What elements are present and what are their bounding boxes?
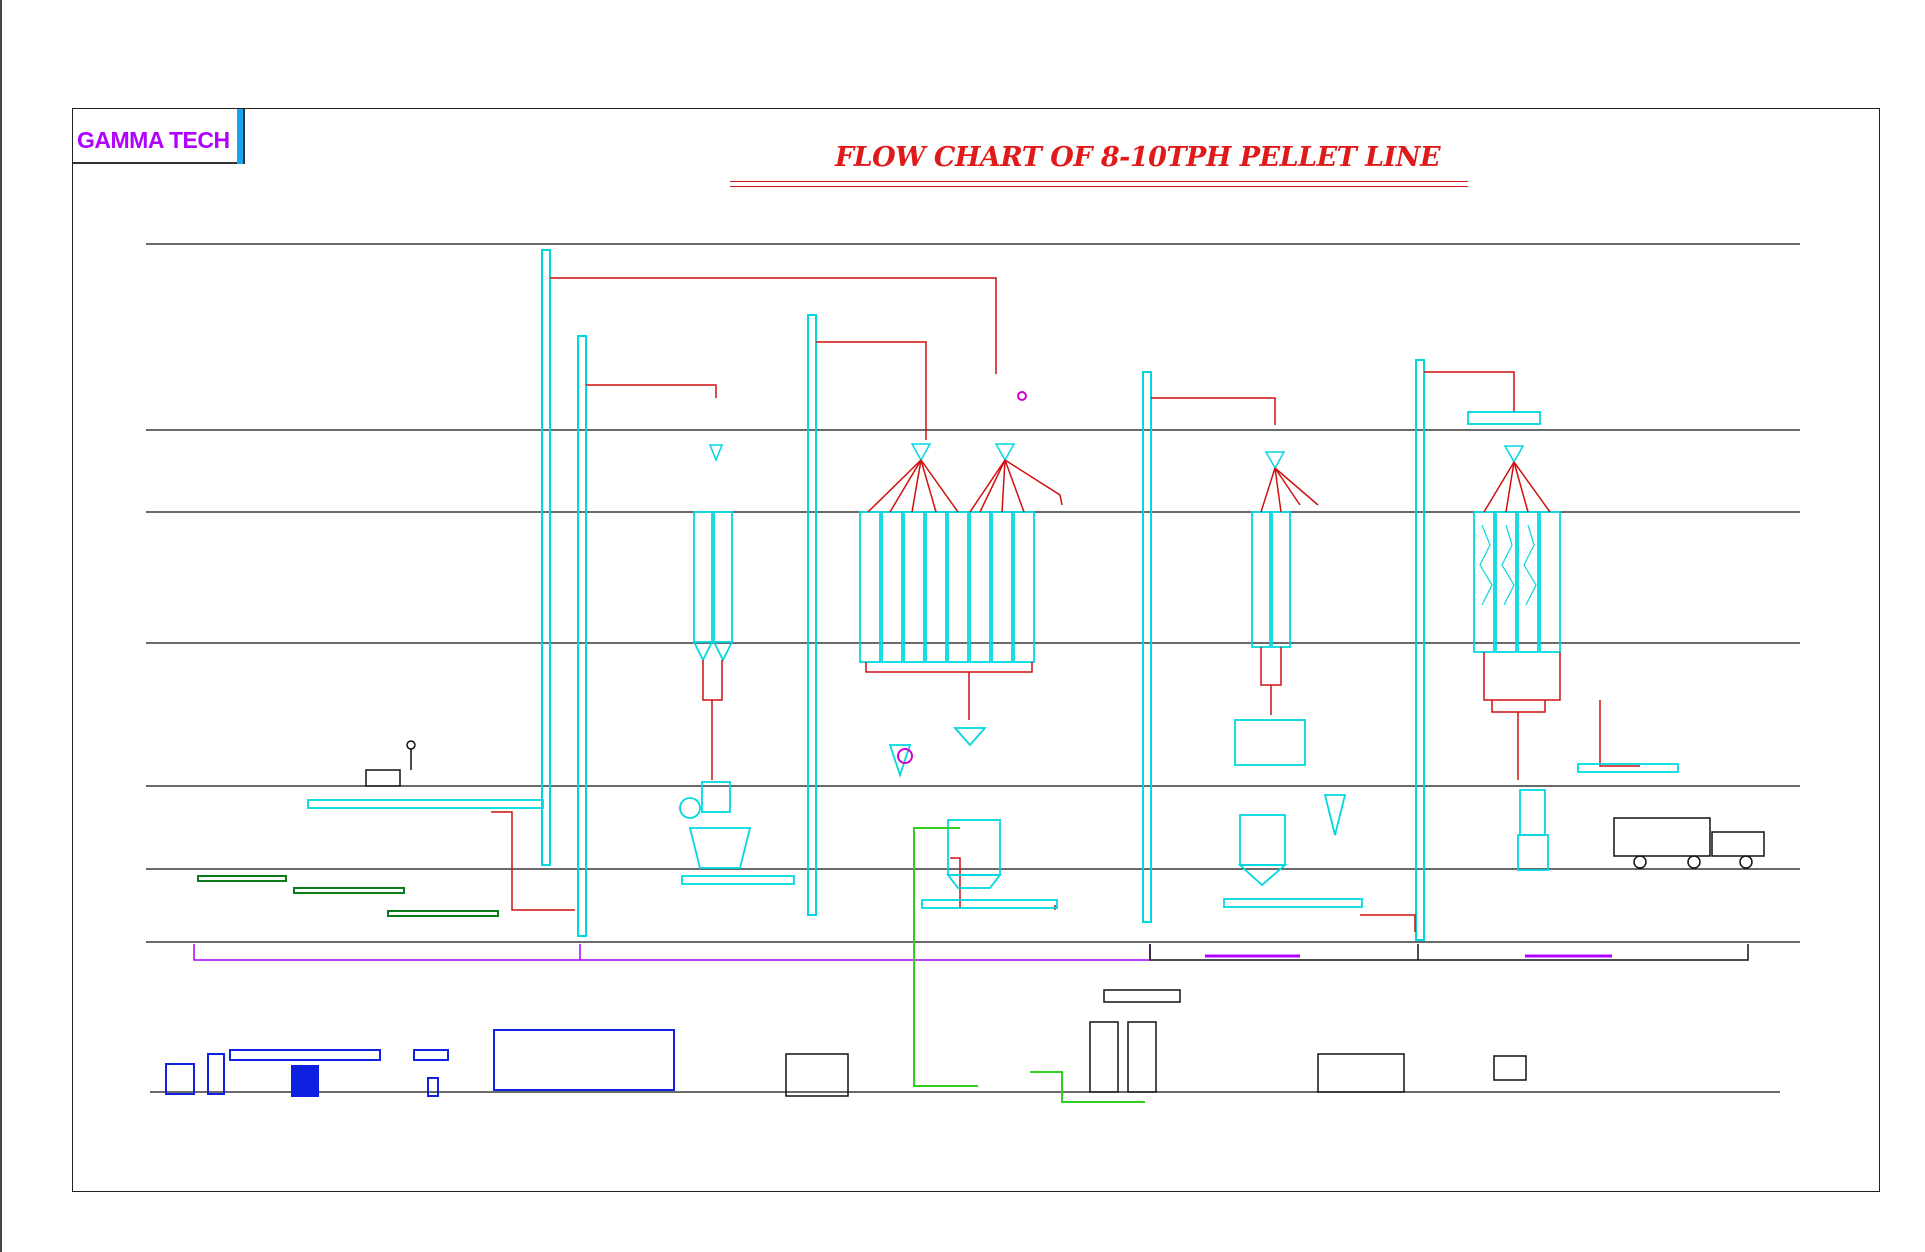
- red-piping: [491, 277, 1640, 932]
- silo-group-3: [1251, 511, 1291, 648]
- conveyor-icon: [1223, 898, 1363, 908]
- control-systems: [785, 989, 1527, 1097]
- silo-icon: [925, 511, 947, 663]
- computer-icon: [1493, 1055, 1527, 1081]
- silo-icon: [1251, 511, 1271, 648]
- section-brackets: [193, 944, 1749, 961]
- distributor-icon: [1503, 445, 1525, 464]
- control-cabinet-icon: [1317, 1053, 1405, 1093]
- bucket-elevators: [541, 249, 1425, 941]
- conveyor-icon: [1467, 411, 1541, 425]
- silo-icon: [1271, 511, 1291, 648]
- logo-box: GAMMA TECH: [73, 109, 245, 164]
- bucket-elevator-icon: [807, 314, 817, 916]
- hammer-mill: [888, 744, 912, 778]
- distributor-icon: [910, 443, 932, 462]
- silo-icon: [947, 511, 969, 663]
- cooler: [1239, 814, 1286, 866]
- silo-icon: [859, 511, 881, 663]
- liquid-lines: [913, 827, 1145, 1103]
- company-logo-text: GAMMA TECH: [77, 127, 230, 153]
- title-underline: [730, 181, 1468, 187]
- silo-icon: [881, 511, 903, 663]
- drawing-frame: [72, 108, 1880, 1192]
- silo-icon: [1495, 511, 1517, 653]
- silo-group-1: [693, 511, 733, 663]
- control-cabinet-icon: [785, 1053, 849, 1097]
- pellet-mill: [1234, 719, 1306, 766]
- silo-icon: [1539, 511, 1561, 653]
- silo-icon: [969, 511, 991, 663]
- silo-icon: [1517, 511, 1539, 653]
- fan-icon: [897, 391, 1027, 764]
- silo-icon: [991, 511, 1013, 663]
- silo-icon: [713, 511, 733, 643]
- distributor-icon: [1264, 451, 1286, 470]
- conveyors: [307, 411, 1679, 909]
- silo-group-2: [859, 511, 1035, 663]
- silo-group-4: [1473, 511, 1561, 653]
- distributor-icon: [994, 443, 1016, 462]
- logo-accent-bar: [237, 109, 243, 164]
- operator-icon: [365, 740, 416, 787]
- tank-icon: [1089, 1021, 1119, 1093]
- floor-lines: [146, 243, 1800, 1093]
- drawing-title: FLOW CHART OF 8-10TPH PELLET LINE: [835, 142, 1441, 173]
- bucket-elevator-icon: [1415, 359, 1425, 941]
- bucket-elevator-icon: [1142, 371, 1152, 923]
- bucket-elevator-icon: [541, 249, 551, 866]
- distributor-icon: [708, 444, 724, 463]
- conveyor-icon: [681, 875, 795, 885]
- intake-conveyors: [197, 875, 499, 917]
- silo-icon: [1013, 511, 1035, 663]
- utility-equipment: [165, 1029, 675, 1097]
- process-machines: [679, 719, 1549, 889]
- conveyor-icon: [1577, 763, 1679, 773]
- distributors: [708, 443, 1525, 470]
- silo-icon: [903, 511, 925, 663]
- bucket-elevator-icon: [577, 335, 587, 937]
- tank-icon: [1127, 1021, 1157, 1093]
- silo-icon: [693, 511, 713, 643]
- air-compressor-icon: [165, 1063, 195, 1095]
- silo-icon: [1473, 511, 1495, 653]
- truck-icon: [1613, 817, 1765, 869]
- conveyor-icon: [921, 899, 1058, 909]
- conveyor-icon: [307, 799, 544, 809]
